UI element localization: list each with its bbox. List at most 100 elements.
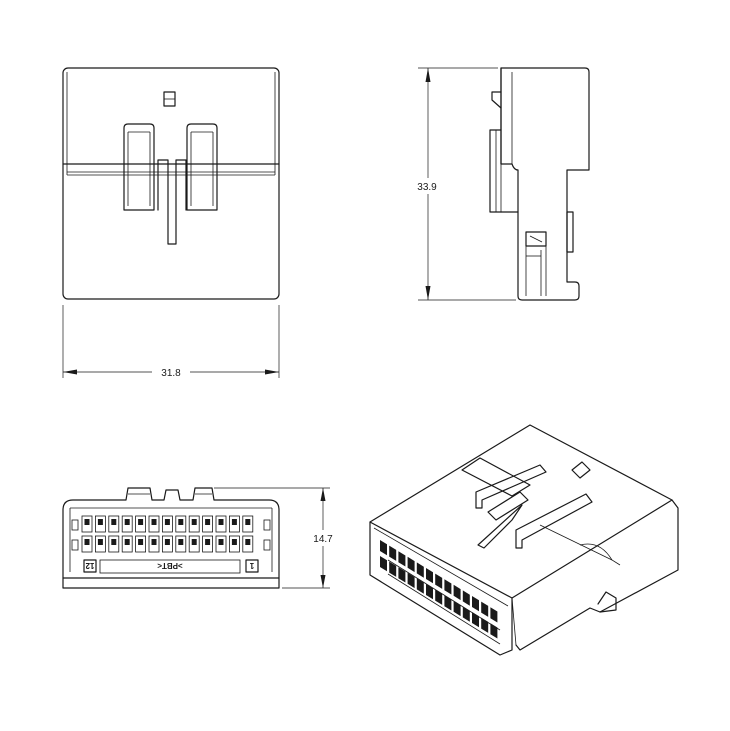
- cavity-contact: [178, 519, 184, 525]
- depth-dimension: 14.7: [214, 487, 340, 589]
- cavity: [95, 535, 106, 553]
- right-key: [263, 519, 271, 531]
- isometric-view: [369, 424, 679, 656]
- height-dimension: 33.9: [410, 67, 516, 301]
- iso-top-face: [369, 424, 673, 599]
- iso-front-face: [369, 521, 513, 656]
- pin-1-marker: [245, 559, 259, 573]
- cavity-contact: [218, 539, 224, 545]
- cavity: [215, 535, 227, 553]
- iso-cavity: [435, 589, 443, 605]
- right-latch-arm: [186, 123, 218, 211]
- cavity: [175, 515, 187, 533]
- cavity: [81, 515, 93, 533]
- iso-cavity: [444, 595, 452, 611]
- cavity: [242, 535, 254, 553]
- iso-cavity: [481, 617, 489, 633]
- cavity: [228, 535, 240, 553]
- cavity: [108, 515, 120, 533]
- cavity: [188, 515, 200, 533]
- cavity-contact: [164, 519, 170, 525]
- cavity-contact: [111, 539, 117, 545]
- depth-label: 14.7: [313, 534, 333, 545]
- cavity-contact: [231, 519, 237, 525]
- iso-cavity: [435, 573, 443, 589]
- left-key: [71, 519, 79, 531]
- cavity-contact: [205, 539, 211, 545]
- marking-strip: [99, 559, 241, 574]
- cavity: [175, 535, 187, 553]
- cavity-contact: [205, 519, 211, 525]
- terminal-cavities: [81, 515, 254, 553]
- cavity-contact: [151, 519, 157, 525]
- cavity: [95, 515, 106, 533]
- cavity: [148, 535, 160, 553]
- iso-cavity: [380, 556, 387, 572]
- top-view-outline: [62, 67, 280, 300]
- iso-cavity: [426, 568, 433, 584]
- pin-1-label: 1: [249, 561, 254, 570]
- iso-cavity: [426, 584, 433, 600]
- iso-cavity: [453, 584, 461, 601]
- cavity-contact: [218, 519, 224, 525]
- cavity-contact: [138, 519, 144, 525]
- iso-cavity: [389, 545, 397, 561]
- iso-cavity: [444, 579, 452, 595]
- iso-cavity: [472, 596, 479, 612]
- center-lever: [157, 159, 187, 245]
- cavity: [202, 515, 214, 533]
- cavity-contact: [191, 519, 197, 525]
- cavity: [161, 535, 173, 553]
- iso-terminal-cavities: [380, 540, 498, 639]
- iso-cavity: [407, 572, 415, 589]
- cavity-contact: [97, 539, 103, 545]
- iso-right-latch: [515, 493, 593, 549]
- cavity-contact: [111, 519, 117, 525]
- top-view: [62, 67, 280, 300]
- cavity-contact: [231, 539, 237, 545]
- cavity: [188, 535, 200, 553]
- cavity-contact: [178, 539, 184, 545]
- cavity: [215, 515, 227, 533]
- front-view-outline: [62, 487, 280, 589]
- iso-cavity: [389, 561, 397, 577]
- side-view: [489, 67, 590, 301]
- cavity-contact: [245, 539, 251, 545]
- left-latch-arm: [123, 123, 155, 211]
- iso-left-latch: [475, 464, 547, 509]
- cavity-contact: [84, 519, 90, 525]
- cavity-contact: [124, 519, 130, 525]
- cavity-contact: [191, 539, 197, 545]
- cavity-contact: [124, 539, 130, 545]
- iso-cavity: [490, 607, 498, 623]
- pin-12-label: 12: [85, 561, 94, 570]
- iso-cavity: [398, 551, 406, 567]
- cavity: [81, 535, 93, 553]
- cavity: [121, 515, 133, 533]
- latch-window-iso: [571, 461, 591, 479]
- cavity-contact: [138, 539, 144, 545]
- cavity: [161, 515, 173, 533]
- iso-cavity: [407, 556, 415, 573]
- iso-right-face: [515, 499, 679, 651]
- cavity: [202, 535, 214, 553]
- material-mark: >PBT<: [157, 561, 183, 570]
- cavity: [135, 535, 147, 553]
- pin-12-marker: [83, 559, 97, 573]
- width-dimension: 31.8: [62, 305, 280, 380]
- side-view-outline: [500, 67, 590, 301]
- iso-cavity: [416, 578, 424, 594]
- iso-cavity: [462, 590, 470, 606]
- cavity-contact: [84, 539, 90, 545]
- cavity: [135, 515, 147, 533]
- iso-cavity: [490, 623, 498, 639]
- front-view: 12 >PBT< 1: [62, 487, 280, 589]
- cavity: [108, 535, 120, 553]
- height-label: 33.9: [417, 182, 437, 193]
- width-label: 31.8: [161, 368, 181, 379]
- iso-center-lever: [477, 504, 523, 549]
- cavity-contact: [151, 539, 157, 545]
- iso-cavity: [380, 540, 387, 556]
- iso-cavity: [416, 562, 424, 578]
